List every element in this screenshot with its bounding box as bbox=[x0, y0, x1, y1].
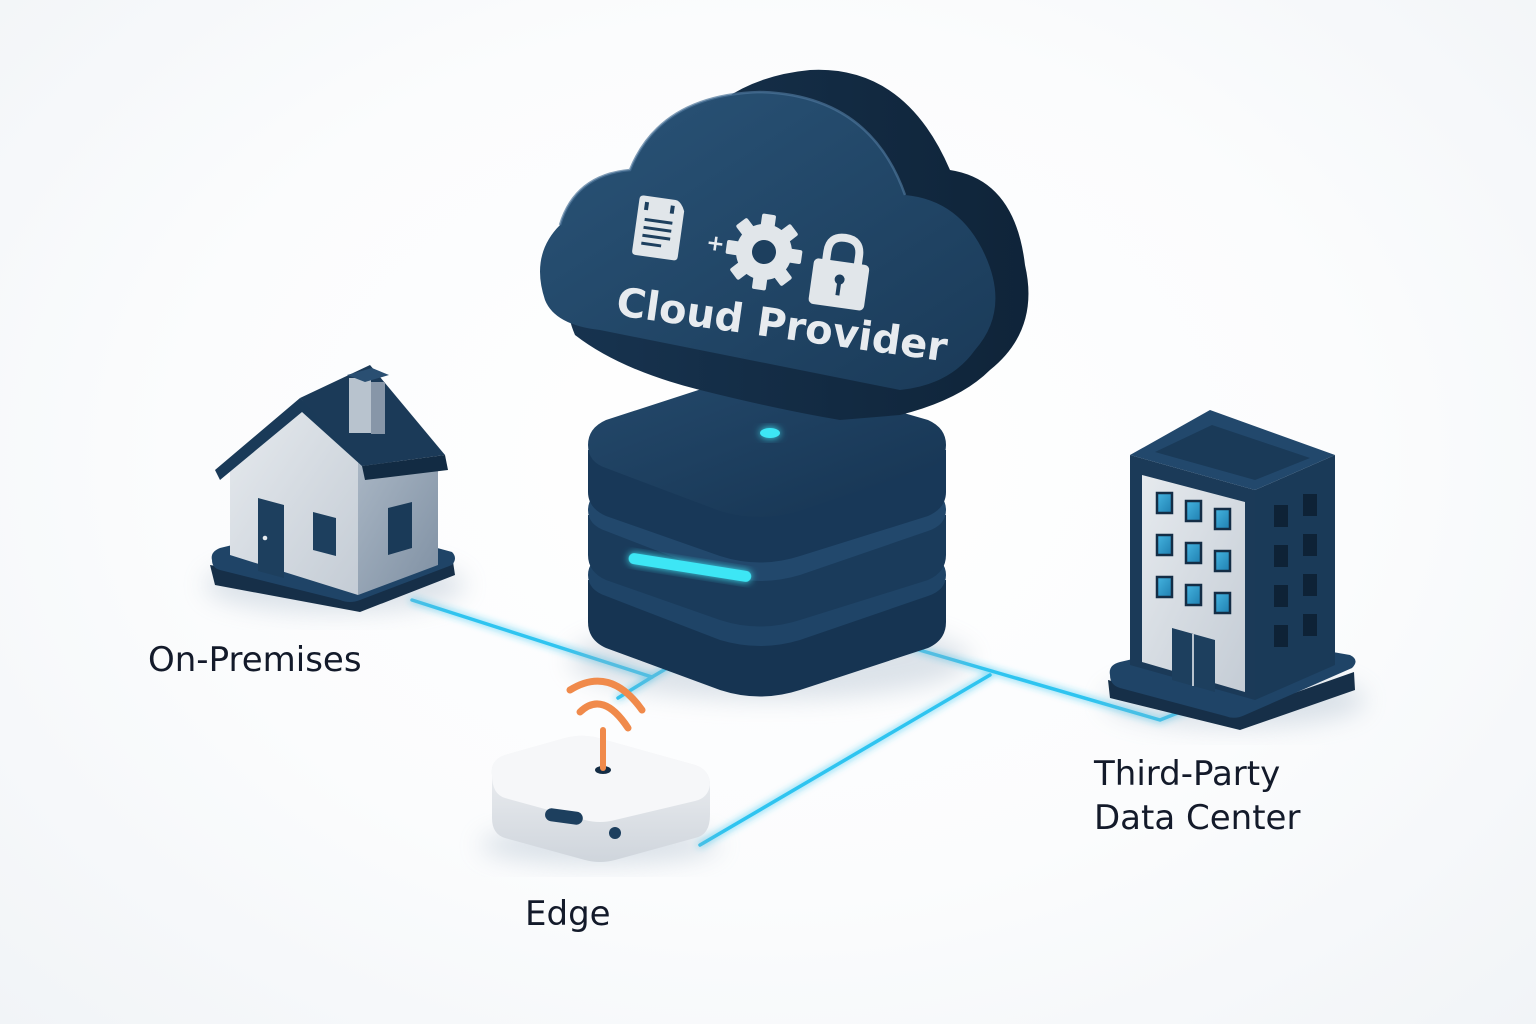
server-stack bbox=[570, 377, 970, 700]
building-windows bbox=[1155, 491, 1232, 615]
chimney bbox=[349, 378, 371, 433]
gear-icon bbox=[725, 213, 803, 291]
uplink-node bbox=[760, 428, 780, 438]
router-led bbox=[609, 827, 621, 839]
office-building-icon bbox=[1105, 410, 1365, 730]
server-status-light bbox=[628, 553, 752, 582]
link-edge-to-thirdparty bbox=[698, 673, 992, 847]
wifi-wave-inner bbox=[576, 700, 632, 732]
wifi-router-icon bbox=[480, 677, 720, 865]
lock-icon bbox=[808, 233, 870, 311]
router-port bbox=[545, 808, 583, 825]
third-party-data-center-label: Third-Party Data Center bbox=[1094, 754, 1301, 838]
on-premises-label: On-Premises bbox=[148, 640, 362, 680]
wifi-wave-outer bbox=[566, 677, 646, 714]
plus-icon: + bbox=[705, 230, 727, 257]
cloud-provider-node: + Cloud Provider bbox=[540, 69, 1029, 420]
house-icon bbox=[205, 365, 465, 613]
edge-label: Edge bbox=[525, 894, 611, 934]
document-icon bbox=[632, 195, 685, 261]
